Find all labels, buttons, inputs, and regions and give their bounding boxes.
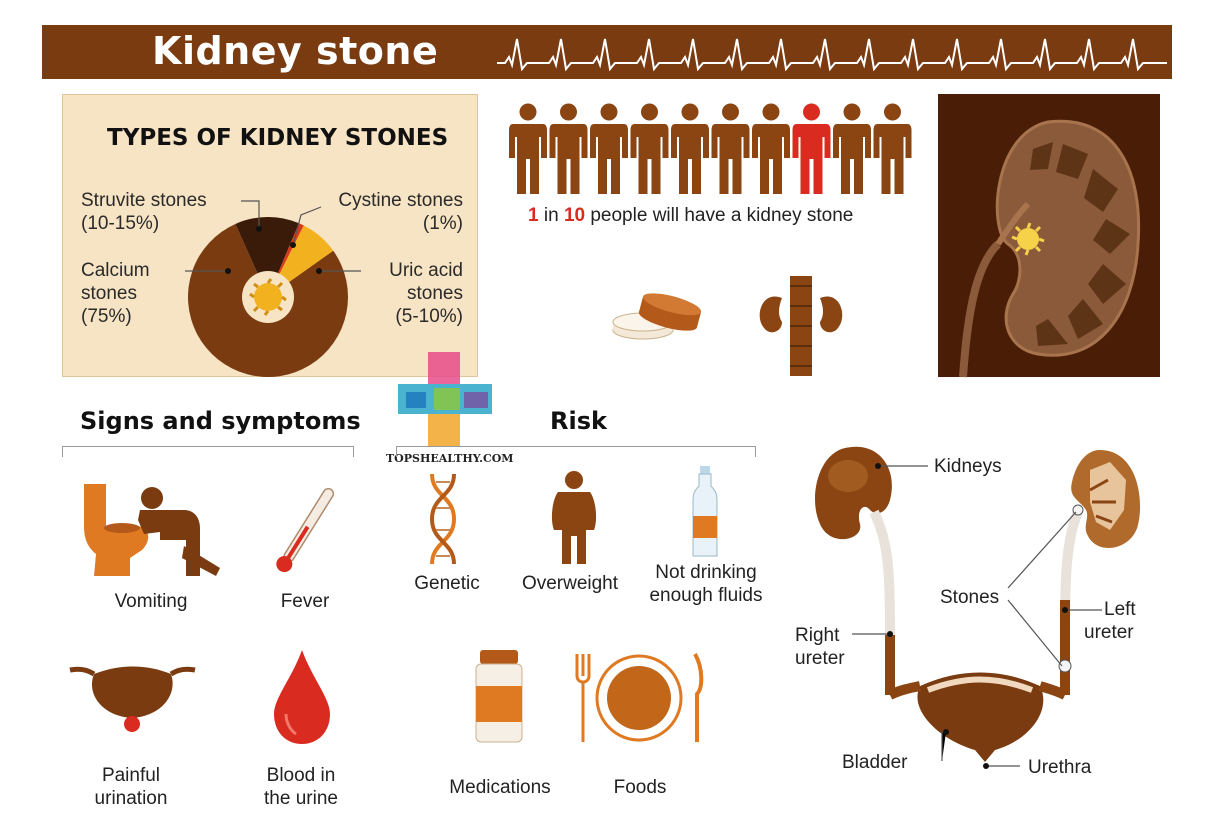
risk-label-foods: Foods [613, 777, 667, 798]
risk-label-fluids-2: enough fluids [649, 585, 763, 606]
vomiting-icon [84, 484, 220, 576]
person-icon [590, 103, 628, 194]
left-kidney-cross-section-icon [1071, 450, 1141, 548]
overweight-person-icon [551, 471, 597, 564]
logo-text: TOPSHEALTHY.COM [386, 452, 514, 465]
label-stones: Stones [940, 587, 1000, 608]
label-kidneys: Kidneys [934, 456, 1002, 477]
urinary-system-diagram [814, 446, 1141, 769]
label-left-ureter-2: ureter [1084, 622, 1134, 643]
risk-bracket [396, 446, 756, 457]
person-icon [549, 103, 588, 194]
symptom-label-blood-1: Blood in [266, 765, 336, 786]
person-icon [509, 103, 547, 194]
person-icon [873, 103, 912, 194]
kidney-stone-pie-chart [185, 200, 361, 377]
label-calcium-name: Calcium [81, 260, 150, 281]
symptoms-bracket [62, 446, 354, 457]
label-struvite-name: Struvite stones [81, 190, 207, 211]
kidney-cross-section-panel [938, 94, 1160, 378]
person-icon [833, 103, 871, 194]
caption-text-in: in [538, 205, 564, 226]
symptom-label-painful-1: Painful [101, 765, 161, 786]
people-row [509, 103, 912, 194]
label-urethra: Urethra [1028, 757, 1092, 778]
kidney-cross-section-icon [959, 119, 1141, 378]
water-bottle-icon [692, 466, 718, 557]
label-right-ureter-2: ureter [795, 648, 845, 669]
label-cystine-pct: (1%) [422, 213, 463, 234]
symptom-label-fever: Fever [280, 591, 330, 612]
label-uric-name2: stones [407, 283, 463, 304]
label-uric-name: Uric acid [389, 260, 463, 281]
types-heading: TYPES OF KIDNEY STONES [107, 125, 449, 151]
risk-label-medications: Medications [449, 777, 551, 798]
health-cross-logo-icon [398, 352, 492, 446]
risk-label-genetic: Genetic [414, 573, 480, 594]
symptoms-heading: Signs and symptoms [80, 407, 361, 435]
risk-label-overweight: Overweight [521, 573, 619, 594]
label-struvite-pct: (10-15%) [81, 213, 160, 234]
label-left-ureter-1: Left [1104, 599, 1136, 620]
kidney-stone-icon [1011, 222, 1045, 256]
person-icon [752, 103, 790, 194]
heartbeat-line-icon [497, 38, 1167, 72]
thermometer-icon [276, 487, 335, 573]
risk-label-fluids-1: Not drinking [655, 562, 757, 583]
label-calcium-pct: (75%) [81, 306, 132, 327]
logo [396, 352, 496, 452]
caption-text-rest: people will have a kidney stone [585, 205, 854, 226]
types-panel: TYPES OF KIDNEY STONES Struvite stones (… [62, 94, 478, 377]
label-calcium-name2: stones [81, 283, 137, 304]
page-title: Kidney stone [152, 29, 439, 73]
plate-and-cutlery-icon [575, 653, 704, 742]
bladder-icon [69, 666, 196, 732]
symptom-label-painful-2: urination [94, 788, 168, 809]
person-highlighted-icon [792, 103, 831, 194]
dna-icon [429, 473, 457, 565]
symptom-label-vomiting: Vomiting [114, 591, 188, 612]
small-kidneys-icon [759, 276, 843, 376]
right-kidney-icon [814, 446, 892, 540]
label-bladder: Bladder [842, 752, 908, 773]
person-icon [630, 103, 669, 194]
caption-number-one: 1 [528, 205, 539, 226]
symptom-label-blood-2: the urine [264, 788, 338, 809]
header-banner: Kidney stone [42, 25, 1172, 79]
risk-heading: Risk [550, 407, 607, 435]
medication-bottle-icon [475, 650, 523, 743]
blood-drop-icon [274, 650, 330, 744]
stone-icon [249, 278, 287, 316]
label-right-ureter-1: Right [795, 625, 840, 646]
pie-slice-struvite-stones [235, 217, 300, 297]
person-icon [711, 103, 750, 194]
person-icon [671, 103, 709, 194]
pill-box-icon [612, 293, 702, 340]
caption-number-ten: 10 [563, 205, 586, 226]
people-caption: 1 in 10 people will have a kidney stone [528, 205, 853, 227]
label-cystine-name: Cystine stones [338, 190, 463, 211]
label-uric-pct: (5-10%) [395, 306, 463, 327]
